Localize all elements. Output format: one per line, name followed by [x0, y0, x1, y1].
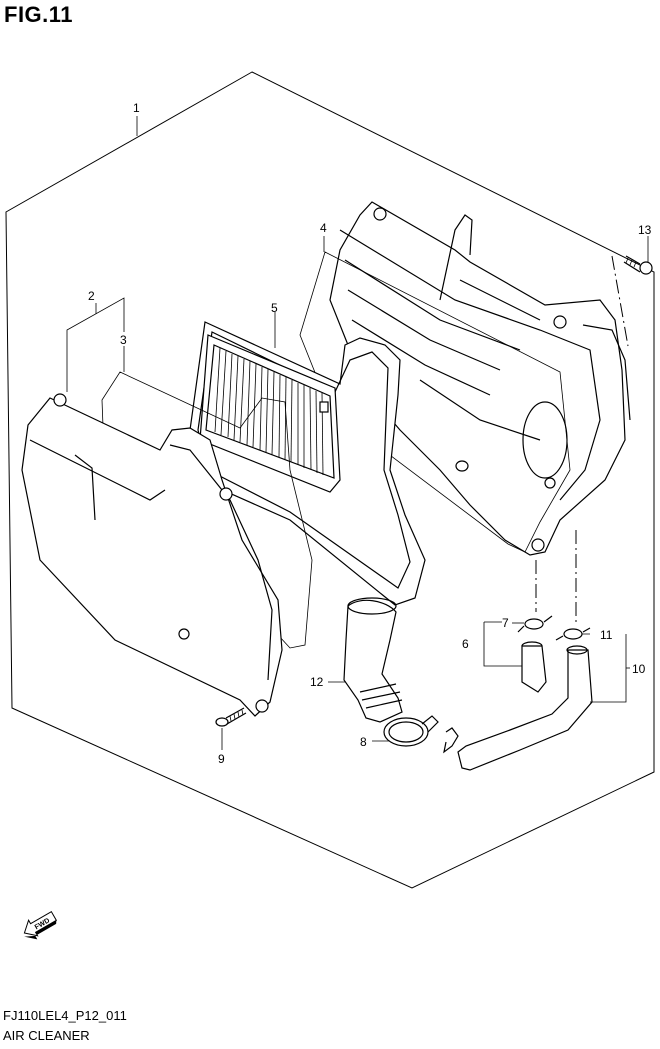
- callout-9: 9: [218, 752, 225, 766]
- figure-title: FIG.11: [4, 2, 74, 27]
- callout-2: 2: [88, 289, 95, 303]
- callout-11: 11: [600, 628, 613, 642]
- figure-name: AIR CLEANER: [3, 1028, 90, 1043]
- fwd-arrow-icon: FWD: [23, 910, 58, 940]
- callout-3: 3: [120, 333, 127, 347]
- callout-5: 5: [271, 301, 278, 315]
- assembly-boundary: [5, 71, 655, 889]
- callout-10: 10: [632, 662, 646, 676]
- callout-4: 4: [320, 221, 327, 235]
- intake-hose[interactable]: [343, 597, 403, 723]
- callout-6: 6: [462, 637, 469, 651]
- callout-12: 12: [310, 675, 324, 689]
- callout-8: 8: [360, 735, 367, 749]
- alignment-line: [611, 255, 629, 347]
- leader-lines: [66, 116, 649, 750]
- air-cleaner-cap[interactable]: [21, 393, 283, 717]
- callout-13: 13: [638, 223, 652, 237]
- case-seal: [299, 251, 571, 553]
- hose-clamp[interactable]: [383, 715, 459, 754]
- callout-7: 7: [502, 616, 509, 630]
- air-filter-element[interactable]: [199, 334, 341, 493]
- clip-7[interactable]: [517, 615, 553, 633]
- case-screw[interactable]: [623, 255, 653, 275]
- callout-1: 1: [133, 101, 140, 115]
- figure-code: FJ110LEL4_P12_011: [3, 1008, 127, 1023]
- drain-plug[interactable]: [521, 641, 547, 693]
- cap-screw[interactable]: [215, 707, 247, 727]
- air-cleaner-case[interactable]: [329, 201, 631, 556]
